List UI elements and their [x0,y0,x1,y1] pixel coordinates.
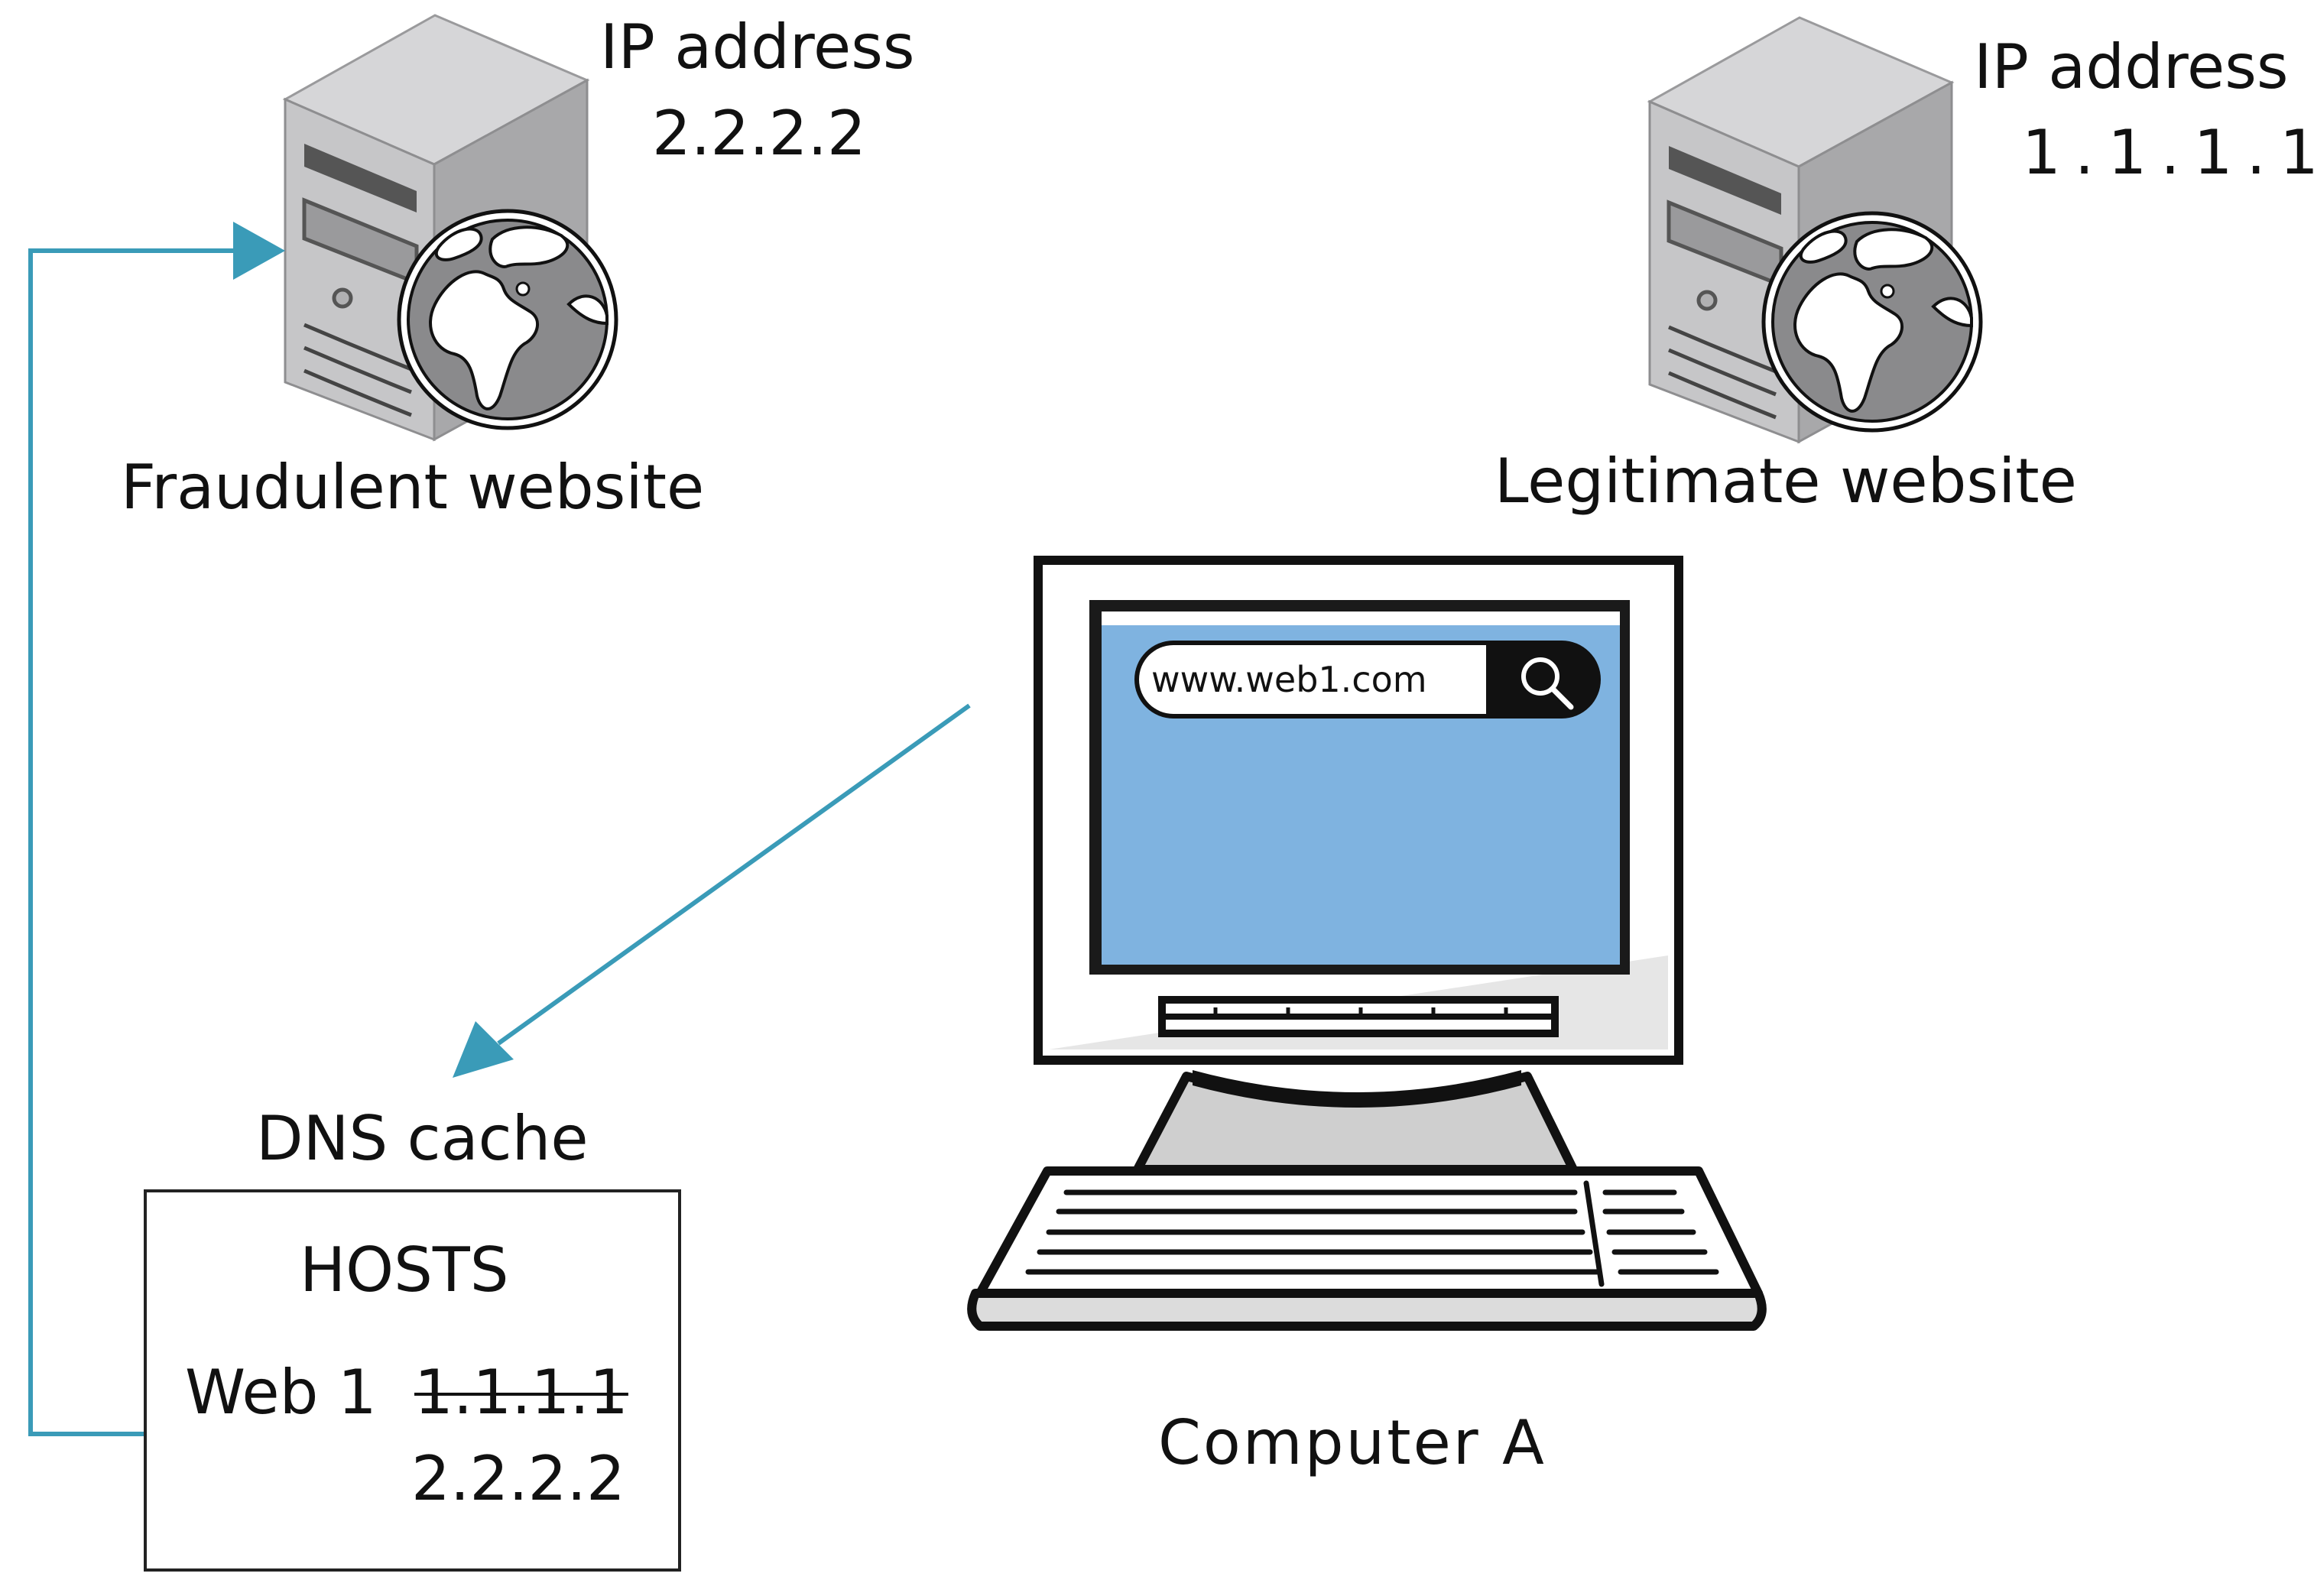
fraudulent-server-icon [285,15,616,440]
legitimate-website-caption: Legitimate website [1495,446,2077,517]
dns-cache-title: DNS cache [256,1103,589,1174]
legitimate-ip-label: IP address [1974,31,2289,102]
query-arrow-line [497,703,971,1046]
legitimate-server-icon [1650,18,1981,442]
hosts-new-ip: 2.2.2.2 [411,1443,625,1514]
browser-address-bar[interactable]: www.web1.com [1151,659,1427,700]
hosts-entry-name: Web 1 [185,1357,377,1428]
computer-icon [967,556,1767,1331]
fraudulent-website-caption: Fraudulent website [121,452,705,523]
hosts-file-box: HOSTS Web 1 1.1.1.1 2.2.2.2 [144,1189,681,1572]
computer-caption: Computer A [1158,1407,1546,1478]
query-arrow-head [453,1021,514,1078]
redirect-arrow-head [233,222,285,280]
redirect-arrow-line [28,248,237,1436]
fraudulent-ip-label: IP address [600,11,915,83]
connector-arrows [28,222,971,1436]
magnifier-icon[interactable] [1521,657,1574,710]
legitimate-ip-value: 1.1.1.1 [2022,117,2314,188]
fraudulent-ip-value: 2.2.2.2 [652,98,866,169]
hosts-title: HOSTS [300,1234,509,1306]
hosts-old-ip: 1.1.1.1 [414,1357,628,1428]
